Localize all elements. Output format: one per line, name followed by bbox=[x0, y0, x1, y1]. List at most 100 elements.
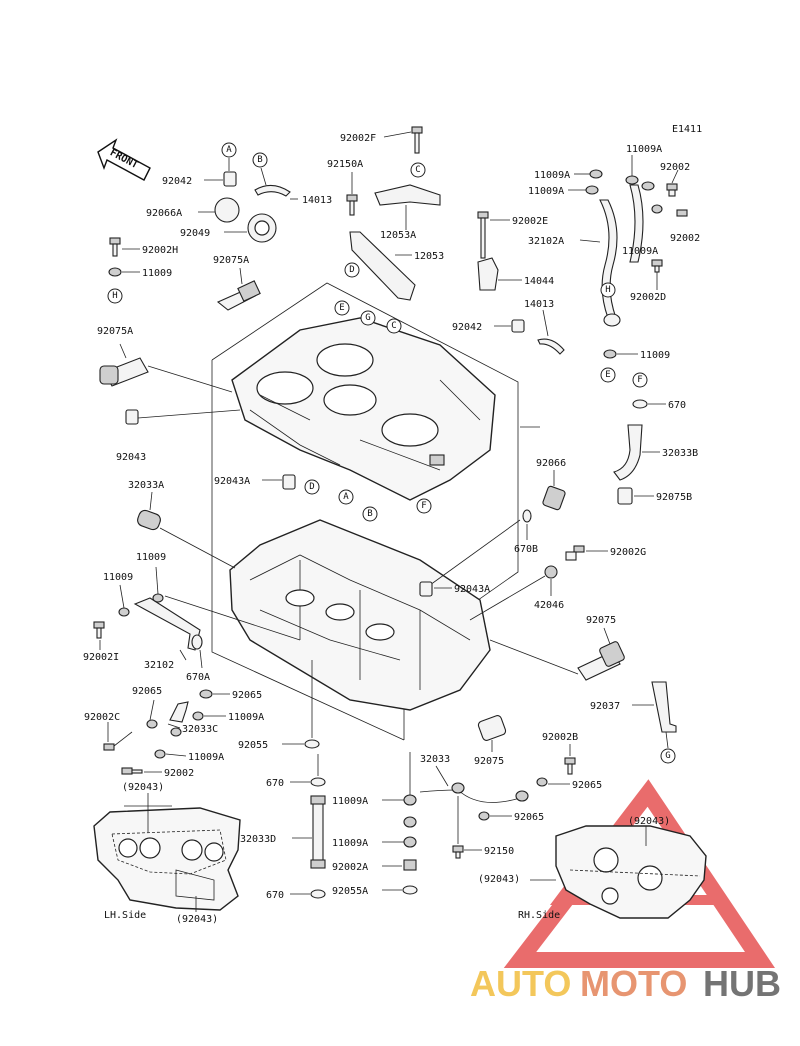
label-92002-tr1: 92002 bbox=[660, 162, 690, 173]
bolt-92002A bbox=[382, 859, 417, 871]
label-92043A-1: 92043A bbox=[214, 476, 250, 487]
label-11009-r: 11009 bbox=[640, 350, 670, 361]
label-670-b1: 670 bbox=[266, 778, 284, 789]
washer-42046 bbox=[469, 565, 558, 621]
washer-92065-b bbox=[478, 811, 512, 821]
ref-circle-A-case: A bbox=[338, 489, 354, 505]
washer-11009-right bbox=[603, 349, 638, 359]
label-11009A-1: 11009A bbox=[626, 144, 662, 155]
rh-side-inset bbox=[530, 825, 707, 919]
seal-92066A bbox=[198, 197, 240, 223]
label-92037: 92037 bbox=[590, 701, 620, 712]
oring-92055 bbox=[282, 660, 320, 749]
pipe-32033C bbox=[146, 699, 226, 759]
label-11009-l1: 11009 bbox=[136, 552, 166, 563]
label-14013-top: 14013 bbox=[302, 195, 332, 206]
oring-670A bbox=[191, 634, 203, 669]
bolt-92002D bbox=[651, 259, 663, 290]
label-92043-rh2: (92043) bbox=[478, 874, 520, 885]
washers-11009A-bottom bbox=[382, 799, 417, 848]
svg-text:C: C bbox=[391, 321, 396, 331]
bracket-92037 bbox=[632, 681, 677, 749]
label-92002-b: 92002 bbox=[164, 768, 194, 779]
figure-code: E1411 bbox=[672, 124, 702, 135]
bolt-92002E bbox=[477, 211, 510, 259]
label-92042-top: 92042 bbox=[162, 176, 192, 187]
bracket-12053A bbox=[374, 184, 441, 230]
label-14013-mid: 14013 bbox=[524, 299, 554, 310]
ref-circle-B-case: B bbox=[362, 506, 378, 522]
pin-92043A-1 bbox=[262, 474, 296, 490]
label-92002-tr2: 92002 bbox=[670, 233, 700, 244]
label-92049: 92049 bbox=[180, 228, 210, 239]
bolt-92002C bbox=[103, 722, 133, 751]
oring-92055A bbox=[382, 885, 418, 895]
label-92002C: 92002C bbox=[84, 712, 120, 723]
plug-92075-right bbox=[489, 627, 625, 681]
label-92075-b: 92075 bbox=[474, 756, 504, 767]
label-670B: 670B bbox=[514, 544, 538, 555]
label-92043-lh2: (92043) bbox=[176, 914, 218, 925]
label-92002E: 92002E bbox=[512, 216, 548, 227]
label-11009A-l2: 11009A bbox=[188, 752, 224, 763]
bolt-92150A bbox=[346, 172, 358, 216]
label-92042-mid: 92042 bbox=[452, 322, 482, 333]
label-12053: 12053 bbox=[414, 251, 444, 262]
ref-circle-C-case: C bbox=[386, 318, 402, 334]
label-92150A: 92150A bbox=[327, 159, 363, 170]
ref-circle-A-top: A bbox=[221, 142, 237, 158]
label-92002F: 92002F bbox=[340, 133, 376, 144]
bolt-92002-bottom-left bbox=[121, 767, 162, 775]
bolt-92002G bbox=[565, 545, 608, 561]
lower-crankcase bbox=[229, 519, 491, 711]
svg-text:A: A bbox=[343, 492, 349, 502]
svg-text:D: D bbox=[309, 482, 314, 492]
label-92075B: 92075B bbox=[656, 492, 692, 503]
washer-92065-l2 bbox=[199, 689, 230, 699]
ref-circle-G-right: G bbox=[660, 748, 676, 764]
oring-670-bottom2 bbox=[290, 889, 326, 899]
half-ring-14013-mid bbox=[537, 309, 565, 355]
label-92043-rh1: (92043) bbox=[628, 816, 670, 827]
upper-crankcase bbox=[231, 317, 496, 501]
bracket-14044 bbox=[477, 257, 522, 291]
label-32033B: 32033B bbox=[662, 448, 698, 459]
label-92043-l: 92043 bbox=[116, 452, 146, 463]
pin-92042-mid bbox=[494, 319, 525, 333]
ref-circle-D-top: D bbox=[344, 262, 360, 278]
label-11009A-4: 11009A bbox=[622, 246, 658, 257]
label-92002A: 92002A bbox=[332, 862, 368, 873]
label-11009A-l: 11009A bbox=[228, 712, 264, 723]
label-11009A-3: 11009A bbox=[528, 186, 564, 197]
svg-text:G: G bbox=[365, 313, 370, 323]
watermark-auto: AUTO bbox=[470, 963, 571, 1004]
svg-text:H: H bbox=[112, 291, 117, 301]
svg-text:B: B bbox=[367, 509, 372, 519]
watermark-hub: HUB bbox=[703, 963, 781, 1004]
label-32033D: 32033D bbox=[240, 834, 276, 845]
label-11009A-b2: 11009A bbox=[332, 838, 368, 849]
svg-text:H: H bbox=[605, 285, 610, 295]
label-42046: 42046 bbox=[534, 600, 564, 611]
label-11009A-2: 11009A bbox=[534, 170, 570, 181]
pin-92042-top bbox=[204, 158, 237, 187]
svg-text:D: D bbox=[349, 265, 354, 275]
svg-text:F: F bbox=[637, 375, 642, 385]
svg-text:F: F bbox=[421, 501, 426, 511]
plug-92075B bbox=[617, 487, 654, 505]
label-92066A: 92066A bbox=[146, 208, 182, 219]
label-92002G: 92002G bbox=[610, 547, 646, 558]
label-92055A: 92055A bbox=[332, 886, 368, 897]
pipe-32102 bbox=[118, 566, 301, 661]
label-670-b2: 670 bbox=[266, 890, 284, 901]
label-92002D: 92002D bbox=[630, 292, 666, 303]
watermark-moto: MOTO bbox=[580, 963, 687, 1004]
label-92002H: 92002H bbox=[142, 245, 178, 256]
ref-circle-H-top: H bbox=[107, 288, 123, 304]
ref-circle-F-right: F bbox=[632, 372, 648, 388]
pipe-32033D bbox=[292, 795, 326, 869]
label-92065-l2: 92065 bbox=[232, 690, 262, 701]
lh-side-inset bbox=[93, 793, 241, 912]
label-32033C: 32033C bbox=[182, 724, 218, 735]
